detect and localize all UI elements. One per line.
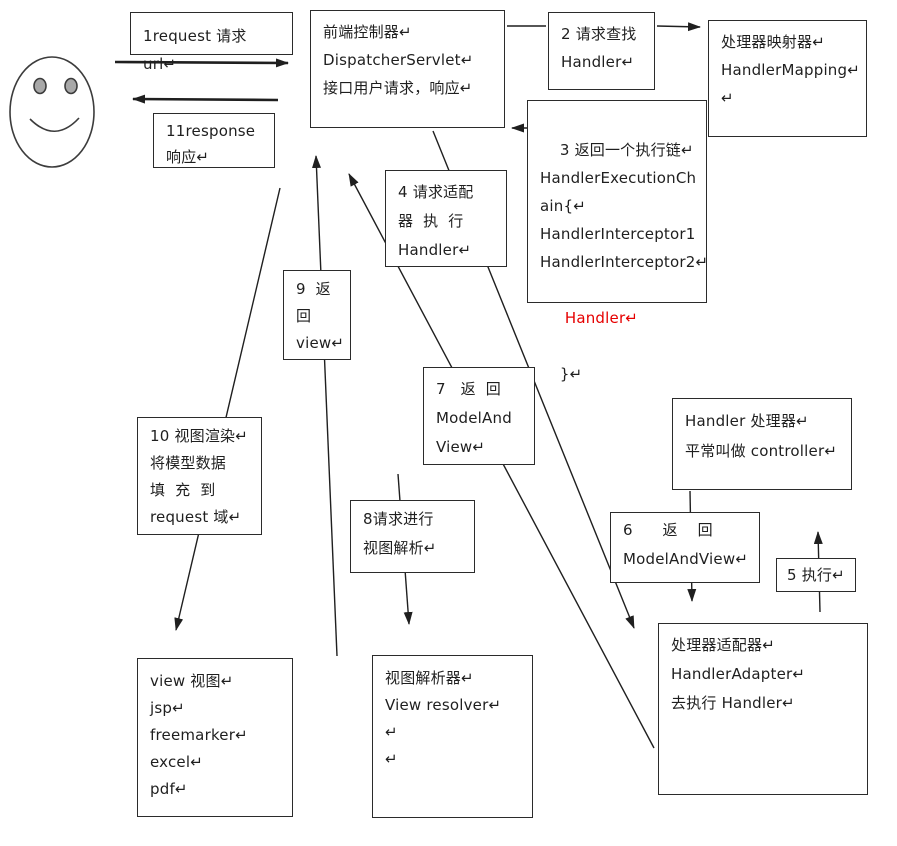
box-step2-find-handler: 2 请求查找 Handler↵ <box>548 12 655 90</box>
arrow-2-find-handler <box>656 22 701 32</box>
step3-closing-brace: }↵ <box>559 365 583 383</box>
box-handler-controller: Handler 处理器↵ 平常叫做 controller↵ <box>672 398 852 490</box>
step3-handler-highlight: Handler↵ <box>559 309 639 327</box>
smiley-left-eye <box>33 77 47 95</box>
box-view-resolver: 视图解析器↵ View resolver↵ ↵ ↵ <box>372 655 533 818</box>
arrow-11-response <box>132 94 279 104</box>
box-step9-return-view: 9 返 回 view↵ <box>283 270 351 360</box>
box-step10-render: 10 视图渲染↵ 将模型数据 填 充 到 request 域↵ <box>137 417 262 535</box>
box-step3-execution-chain: 3 返回一个执行链↵ HandlerExecutionCh ain{↵ Hand… <box>527 100 709 383</box>
smiley-head <box>9 56 95 168</box>
box-view-types: view 视图↵ jsp↵ freemarker↵ excel↵ pdf↵ <box>137 658 293 817</box>
box-handler-mapping: 处理器映射器↵ HandlerMapping↵ ↵ <box>708 20 867 137</box>
box-step6-return-mav: 6 返 回 ModelAndView↵ <box>610 512 760 583</box>
arrow-10-render-view <box>174 187 281 631</box>
smiley-right-eye <box>64 77 78 95</box>
box-step8-resolve: 8请求进行 视图解析↵ <box>350 500 475 573</box>
arrow-1-request <box>114 58 289 68</box>
box-step4-adapter-execute: 4 请求适配 器 执 行 Handler↵ <box>385 170 507 267</box>
user-smiley-icon <box>9 56 95 168</box>
arrow-9-return-view <box>312 155 338 657</box>
box-request-url: 1request 请求 url↵ <box>130 12 293 73</box>
box-step5-execute: 5 执行↵ <box>776 558 856 592</box>
box-front-controller: 前端控制器↵ DispatcherServlet↵ 接口用户请求，响应↵ <box>310 10 505 128</box>
box-response: 11response 响应↵ <box>153 113 275 168</box>
step3-lines: 3 返回一个执行链↵ HandlerExecutionCh ain{↵ Hand… <box>540 141 709 271</box>
box-step7-return-modelandview: 7 返 回 ModelAnd View↵ <box>423 367 535 465</box>
smiley-mouth <box>29 117 80 133</box>
box-handler-adapter: 处理器适配器↵ HandlerAdapter↵ 去执行 Handler↵ <box>658 623 868 795</box>
